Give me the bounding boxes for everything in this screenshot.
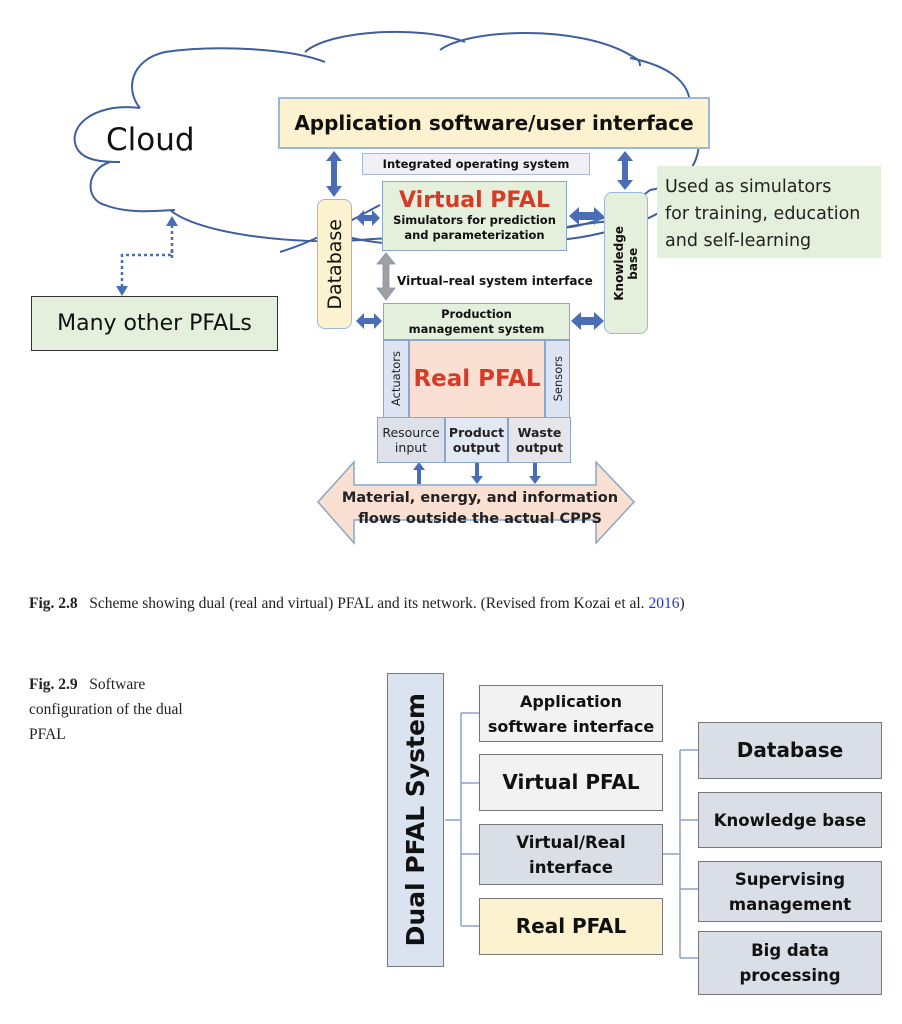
node-application-software-interface: Application software interface (479, 685, 663, 742)
flows-label: Material, energy, and information flows … (330, 488, 630, 530)
virtual-pfal-box: Virtual PFAL Simulators for prediction a… (382, 181, 567, 251)
figure-2-8-caption-tail: ) (679, 595, 685, 612)
node-line1: Supervising (734, 869, 846, 889)
waste-output-line2: output (515, 440, 564, 455)
product-output-box: Product output (445, 417, 508, 463)
flows-label-line1: Material, energy, and information (341, 490, 619, 506)
node-line1: Big data (751, 941, 829, 960)
figure-2-8-caption-label: Fig. 2.8 (29, 595, 78, 612)
arrow-flows-to-resource (413, 462, 425, 484)
sensors-box: Sensors (545, 340, 570, 418)
arrow-waste-to-flows (529, 463, 541, 484)
application-interface-box: Application software/user interface (278, 97, 710, 149)
node-line1: Database (736, 738, 844, 762)
node-line2: interface (529, 857, 613, 877)
simulators-note-box: Used as simulators for training, educati… (657, 166, 881, 258)
node-line2: software interface (487, 716, 655, 736)
dual-pfal-system-root: Dual PFAL System (387, 673, 444, 967)
figure-2-9-caption: Fig. 2.9 Software configuration of the d… (29, 672, 219, 747)
real-pfal-box: Real PFAL (409, 340, 545, 418)
database-box: Database (317, 199, 352, 329)
node-line2: management (728, 894, 852, 914)
figure-2-9-caption-label: Fig. 2.9 (29, 676, 78, 693)
figure-2-8-caption: Fig. 2.8 Scheme showing dual (real and v… (29, 593, 889, 615)
double-arrow-virtual-real-gray (376, 252, 396, 301)
virtual-pfal-title: Virtual PFAL (399, 188, 550, 213)
figure-2-9-caption-text: Software configuration of the dual PFAL (29, 676, 183, 743)
production-management-line1: Production (441, 306, 512, 321)
double-arrow-database-virtual (356, 210, 380, 226)
node-big-data-processing: Big data processing (698, 931, 882, 995)
waste-output-line1: Waste (517, 425, 562, 440)
cloud-label: Cloud (106, 122, 195, 158)
knowledge-base-box: Knowledge base (604, 192, 648, 334)
double-arrow-app-knowledge (617, 151, 633, 190)
node-line1: Application (519, 691, 623, 711)
double-arrow-virtual-knowledge (569, 207, 604, 225)
node-real-pfal: Real PFAL (479, 898, 663, 955)
simulators-note-line2: for training, education (665, 204, 861, 224)
node-virtual-pfal: Virtual PFAL (479, 754, 663, 811)
node-line1: Virtual/Real (516, 832, 626, 852)
node-line1: Virtual PFAL (502, 770, 640, 794)
node-line1: Knowledge base (713, 810, 867, 830)
resource-input-line1: Resource (382, 425, 440, 440)
node-supervising-management: Supervising management (698, 861, 882, 922)
node-database: Database (698, 722, 882, 779)
product-output-line1: Product (448, 425, 505, 440)
virtual-pfal-subtitle: Simulators for prediction and parameteri… (393, 213, 556, 243)
many-other-pfals-box: Many other PFALs (31, 296, 278, 351)
production-management-line2: management system (408, 321, 545, 336)
flows-label-line2: flows outside the actual CPPS (358, 511, 602, 527)
citation-link[interactable]: 2016 (648, 595, 680, 612)
product-output-line2: output (452, 440, 501, 455)
integrated-os-box: Integrated operating system (362, 153, 590, 175)
arrow-product-to-flows (471, 463, 483, 484)
virtual-pfal-subtitle-line2: and parameterization (404, 228, 545, 242)
resource-input-line2: input (394, 440, 428, 455)
double-arrow-database-production (356, 313, 382, 329)
double-arrow-production-knowledge (571, 312, 604, 330)
flows-double-arrow (316, 460, 636, 545)
figure-2-8-caption-text: Scheme showing dual (real and virtual) P… (89, 595, 645, 612)
virtual-pfal-subtitle-line1: Simulators for prediction (393, 213, 556, 227)
actuators-box: Actuators (383, 340, 409, 418)
production-management-box: Production management system (383, 303, 570, 340)
node-line1: Real PFAL (515, 914, 627, 938)
node-knowledge-base: Knowledge base (698, 792, 882, 848)
double-arrow-app-database (326, 151, 342, 197)
simulators-note-line3: and self-learning (665, 231, 812, 251)
node-line2: processing (739, 966, 841, 985)
dotted-link-arrow (116, 216, 178, 296)
virtual-real-interface-label: Virtual–real system interface (397, 274, 593, 288)
resource-input-box: Resource input (377, 417, 445, 463)
waste-output-box: Waste output (508, 417, 571, 463)
node-virtual-real-interface: Virtual/Real interface (479, 824, 663, 885)
simulators-note-line1: Used as simulators (665, 177, 832, 197)
dual-pfal-system-label: Dual PFAL System (401, 693, 430, 947)
